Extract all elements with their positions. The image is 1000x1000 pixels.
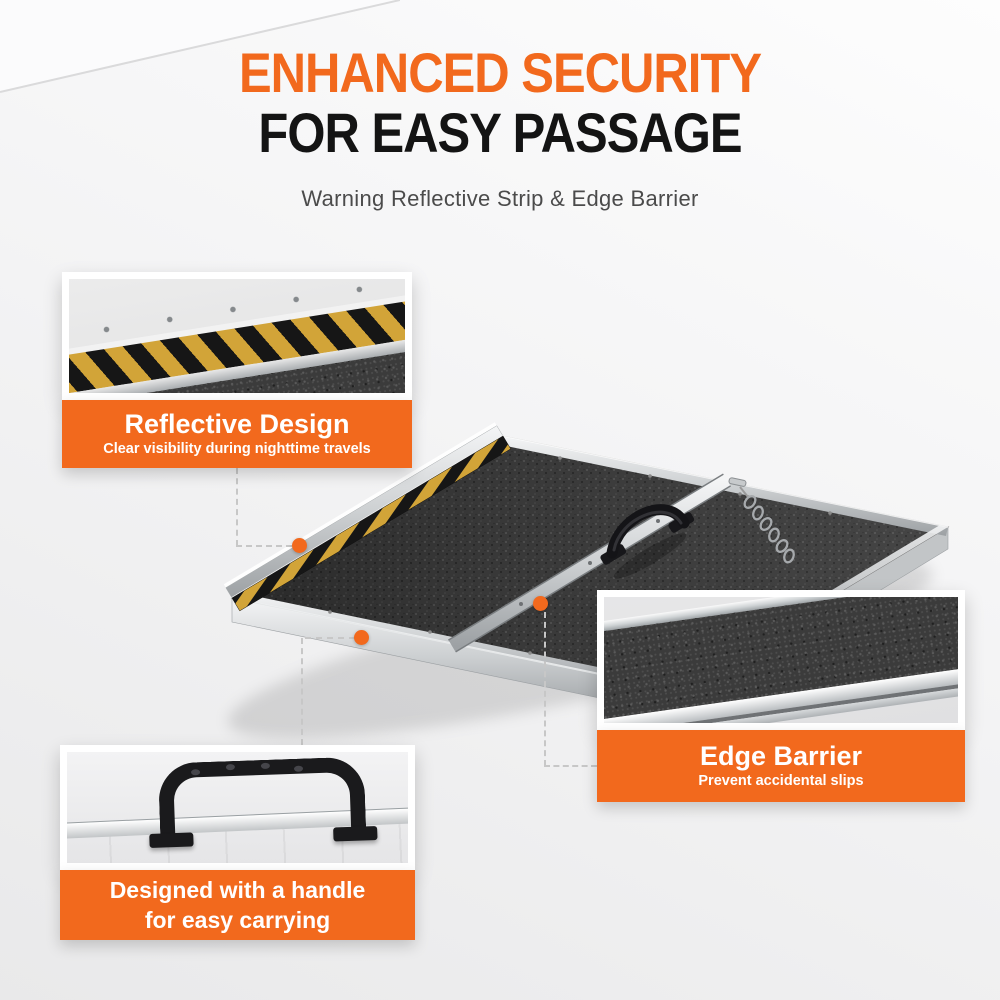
rivet [558,456,562,460]
rivet [828,511,832,515]
hinge-edge-b [448,473,724,641]
connector-handle-vertical [301,638,303,745]
edge-barrier-closeup [597,590,965,730]
center-hinge [448,473,731,653]
rivet [738,492,742,496]
crease-line [0,0,400,93]
rivet [328,610,332,614]
chain-link [783,548,795,564]
closeup-background [67,752,408,863]
header: ENHANCED SECURITY FOR EASY PASSAGE Warni… [0,43,1000,212]
rivet [428,630,432,634]
warning-reflective-band [231,435,512,612]
handle-closeup [60,745,415,870]
handle-grip-highlight [612,510,683,552]
carry-handle-title-line2: for easy carrying [144,907,331,933]
safety-chain [728,477,795,564]
hinge-screw [656,519,660,523]
hinge-screw [588,561,592,565]
carry-handle-title-line1: Designed with a handle [109,876,366,903]
lock-pin [728,477,747,487]
edge-barrier-label: Edge Barrier Prevent accidental slips [597,730,965,802]
reflective-design-title: Reflective Design [124,408,350,439]
title-accent: ENHANCED SECURITY [238,43,762,105]
rivet [528,651,532,655]
backdrop-crease [0,0,400,93]
connector-edge-horizontal [544,765,597,767]
deck-rivets [328,456,832,655]
hinge-screw [519,602,523,606]
reflective-closeup-scene [69,279,405,393]
chain-link [768,527,780,543]
rivet [648,474,652,478]
grip-groove [225,763,236,771]
carry-handle-label: Designed with a handle for easy carrying [60,870,415,940]
closeup-carry-handle [149,756,378,848]
chain-attachment [739,486,749,498]
title-main: FOR EASY PASSAGE [258,103,742,165]
feature-dot-handle [354,630,369,645]
subtitle: Warning Reflective Strip & Edge Barrier [301,185,699,211]
chain-link [752,505,764,521]
handle-shadow [613,533,687,579]
connector-handle-horizontal [305,637,355,639]
grip-groove [190,769,201,776]
connector-edge-vertical [544,612,546,766]
carry-handle [600,504,695,579]
handle-foot-right [333,826,378,842]
hinge-edge-a [455,485,731,653]
feature-dot-edge [533,596,548,611]
edge-barrier-title: Edge Barrier [699,740,863,771]
edge-closeup-scene [604,597,958,723]
connector-reflective-horizontal [236,545,292,547]
reflective-design-label: Reflective Design Clear visibility durin… [62,400,412,468]
chain-link [775,539,789,553]
feature-dot-reflective [292,538,307,553]
reflective-strip-closeup [62,272,412,400]
handle-foot-left [149,832,194,848]
grip-groove [293,765,304,772]
connector-reflective-vertical [236,468,238,546]
edge-barrier-subtitle: Prevent accidental slips [698,773,864,790]
grip-groove [260,762,270,770]
chain-link [743,495,757,509]
chain-link [759,517,773,531]
reflective-design-subtitle: Clear visibility during nighttime travel… [103,441,371,458]
